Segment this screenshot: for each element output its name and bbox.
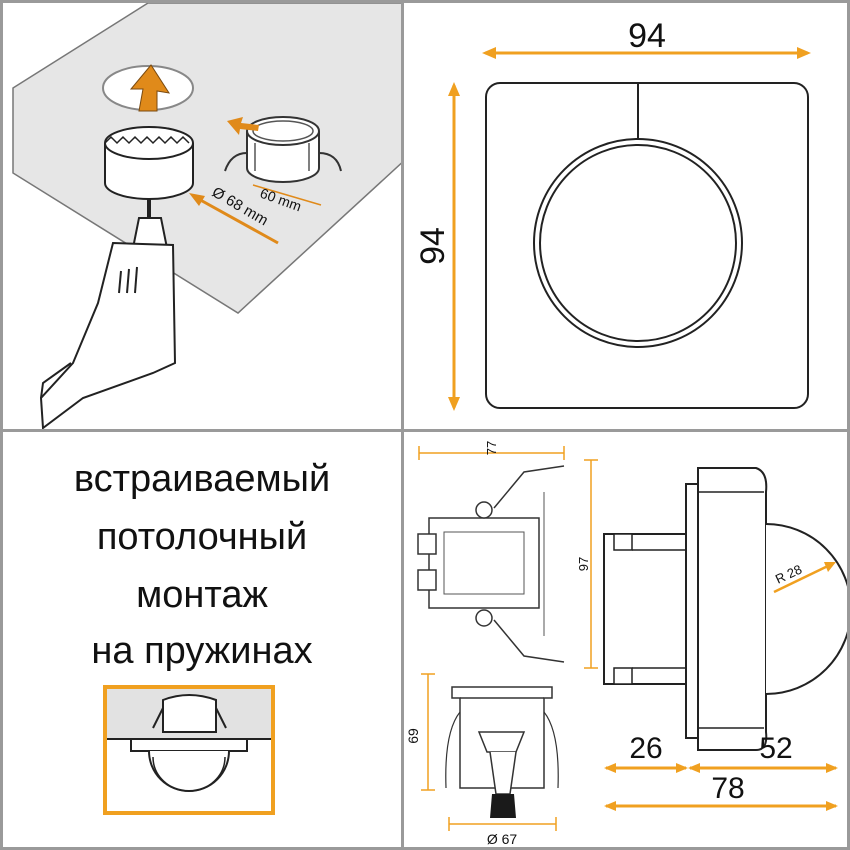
width-label: 94 [628,17,666,55]
caption-line-1: встраиваемый [73,458,331,500]
caption-line-3: монтаж [136,574,268,616]
side-height-label: 97 [576,557,591,571]
depth-dimensions: 26 52 78 [604,732,838,811]
left-arrow-icon [227,117,259,135]
width-dimension: 94 [482,17,811,59]
sensor-lens-inner [539,144,737,342]
bottom-height-label: 69 [405,728,421,744]
hole-saw [104,126,194,221]
box-front-view: 69 Ø 67 [405,673,559,847]
front-view-drawing: 94 94 [414,17,811,411]
left-depth-label: 26 [629,732,662,765]
caption-line-4: на пружинах [91,630,313,672]
installation-panel: Ø 68 mm 60 mm [0,0,404,432]
bottom-diameter-label: Ø 67 [487,831,518,847]
front-view-panel: 94 94 [401,0,850,432]
right-depth-label: 52 [759,732,792,765]
total-depth-label: 78 [711,772,744,805]
caption-line-2: потолочный [96,516,308,558]
top-width-label: 77 [484,441,499,455]
mounting-box [224,116,342,183]
ceiling-plane [12,3,401,314]
mounting-caption-panel: встраиваемый потолочный монтаж на пружин… [0,429,404,850]
dimensions-drawing: 77 97 69 [405,441,847,847]
height-dimension: 94 [414,82,460,411]
inset-sensor-body [162,694,217,733]
up-arrow-icon [129,64,171,112]
ceiling-mount-inset [103,685,275,815]
box-side-view: 77 97 [417,441,598,669]
installation-illustration: Ø 68 mm 60 mm [12,3,401,429]
dimensions-panel: 77 97 69 [401,429,850,850]
sensor-lens-outer [533,138,743,348]
sensor-profile-view: R 28 [603,467,847,751]
drill [39,217,177,429]
height-label: 94 [414,227,452,265]
